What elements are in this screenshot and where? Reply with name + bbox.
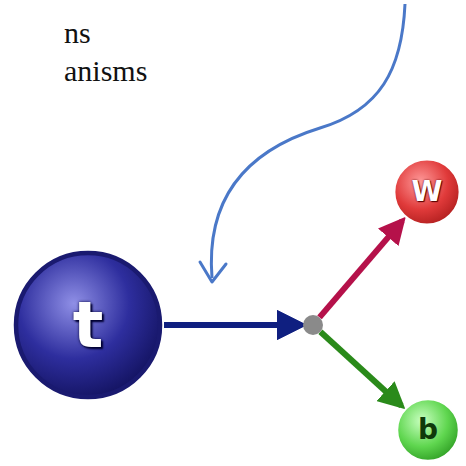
- curved-pointer-head: [200, 262, 226, 282]
- decay-connector: [164, 221, 402, 325]
- particle-symbol: W: [393, 158, 461, 226]
- particle-symbol: t: [13, 250, 163, 400]
- decay-connector: [164, 325, 401, 406]
- slide-text-fragment: ns: [64, 18, 91, 48]
- vertex-dot: [303, 315, 323, 335]
- slide-text-fragment: anisms: [64, 56, 147, 86]
- particle-symbol: b: [396, 398, 460, 462]
- parent-line: [164, 322, 301, 328]
- curved-pointer-arrow: [211, 4, 405, 278]
- w-boson-circle: W: [393, 158, 461, 226]
- b-quark-circle: b: [396, 398, 460, 462]
- parent-line: [164, 322, 301, 328]
- top-quark-circle: t: [13, 250, 163, 400]
- daughter-line: [320, 332, 401, 406]
- daughter-line: [320, 221, 403, 318]
